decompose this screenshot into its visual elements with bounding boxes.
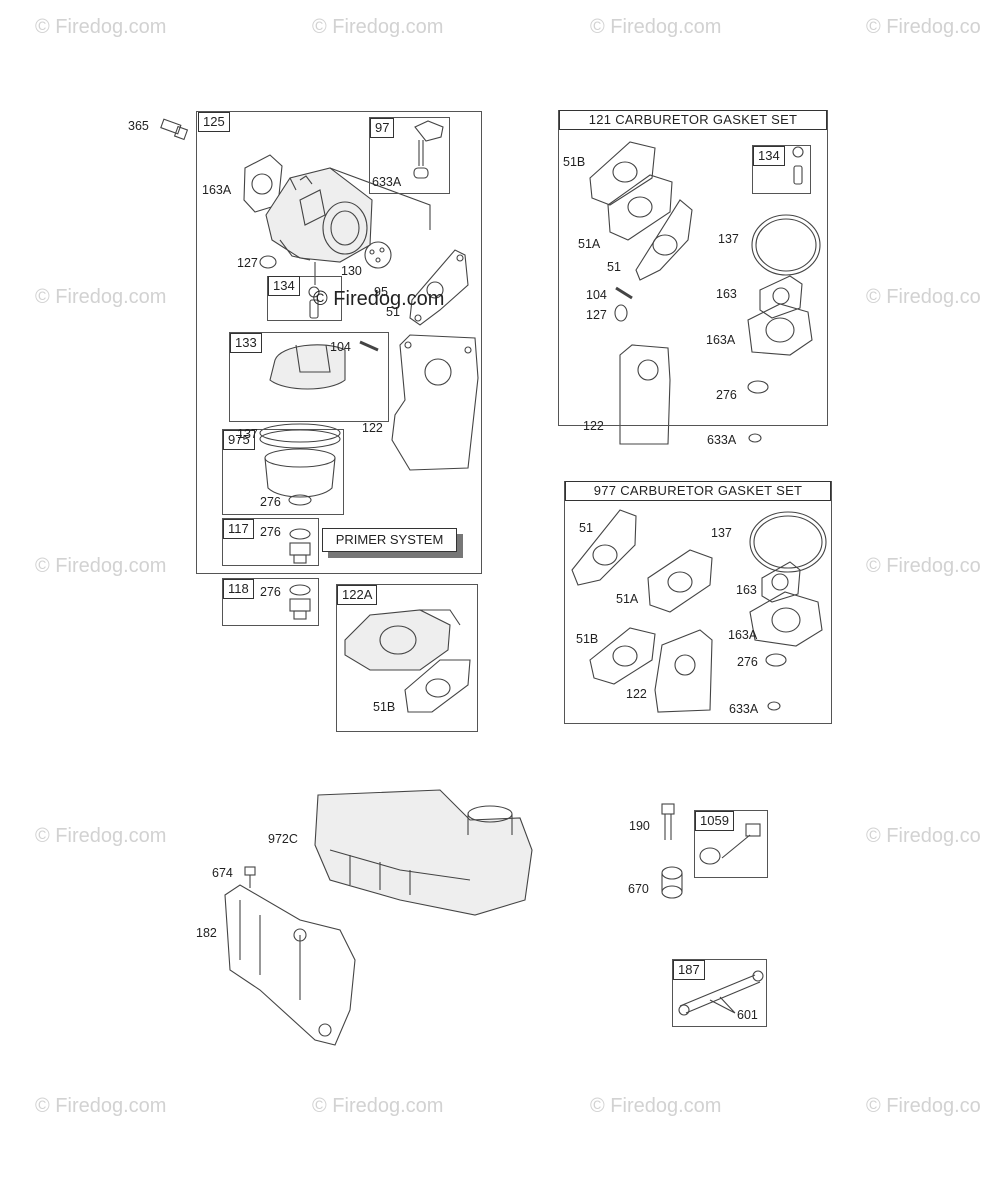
watermark: © Firedog.com [35, 825, 167, 847]
center-watermark: © Firedog.com [313, 288, 445, 310]
label-276: 276 [260, 495, 281, 509]
watermark: © Firedog.co [866, 825, 981, 847]
tag-122A: 122A [337, 585, 378, 605]
label-137: 137 [237, 427, 258, 441]
tag-134: 134 [268, 276, 300, 296]
label-365: 365 [128, 119, 149, 133]
tag-118: 118 [223, 579, 254, 599]
label-276-118: 276 [260, 585, 281, 599]
kit121-label-51: 51 [607, 260, 621, 274]
kit121-label-276: 276 [716, 388, 737, 402]
watermark: © Firedog.com [590, 16, 722, 38]
kit977-label-163A: 163A [728, 628, 758, 642]
part-1059-box [694, 810, 768, 878]
label-182: 182 [196, 926, 217, 940]
float-133-box [229, 332, 389, 422]
watermark: © Firedog.com [35, 1095, 167, 1117]
kit121-part-134-box [752, 145, 811, 194]
tag-125: 125 [198, 112, 230, 132]
spacer-122A-box [336, 584, 478, 732]
label-104: 104 [330, 340, 351, 354]
kit121-tag-134: 134 [753, 146, 785, 166]
watermark: © Firedog.com [590, 1095, 722, 1117]
label-51: 51 [386, 305, 400, 319]
tag-187: 187 [673, 960, 705, 980]
label-276-117: 276 [260, 525, 281, 539]
kit121-label-51A: 51A [578, 237, 601, 251]
kit977-label-51A: 51A [616, 592, 639, 606]
kit977-label-51B: 51B [576, 632, 599, 646]
spacer-670-drawing [661, 866, 683, 899]
fuel-tank-drawing [314, 789, 533, 916]
label-674: 674 [212, 866, 233, 880]
kit977-label-276: 276 [737, 655, 758, 669]
label-122: 122 [362, 421, 383, 435]
gasket-set-977-title: 977 CARBURETOR GASKET SET [565, 481, 831, 501]
watermark: © Firedog.co [866, 286, 981, 308]
tag-1059: 1059 [695, 811, 734, 831]
bracket-182-drawing [224, 884, 356, 1046]
kit121-label-137: 137 [718, 232, 739, 246]
label-972C: 972C [268, 832, 298, 846]
tag-117: 117 [223, 519, 254, 539]
watermark: © Firedog.co [866, 555, 981, 577]
kit977-label-137: 137 [711, 526, 732, 540]
label-601: 601 [737, 1008, 758, 1022]
kit121-label-633A: 633A [707, 433, 737, 447]
kit121-washer-633A [748, 433, 762, 443]
watermark: © Firedog.com [312, 16, 444, 38]
kit121-label-104: 104 [586, 288, 607, 302]
kit121-label-51B: 51B [563, 155, 586, 169]
carburetor-assembly-box [196, 111, 482, 574]
tag-133: 133 [230, 333, 262, 353]
kit977-label-51: 51 [579, 521, 593, 535]
bowl-975-box [222, 429, 344, 515]
gasket-set-121-title: 121 CARBURETOR GASKET SET [559, 110, 827, 130]
label-163A: 163A [202, 183, 232, 197]
label-633A: 633A [372, 175, 402, 189]
screw-365-drawing [160, 118, 189, 141]
primer-118-box [222, 578, 319, 626]
kit977-label-122: 122 [626, 687, 647, 701]
label-130: 130 [341, 264, 362, 278]
primer-system-label: PRIMER SYSTEM [322, 528, 457, 552]
tag-975: 975 [223, 430, 255, 450]
kit121-label-163A: 163A [706, 333, 736, 347]
kit121-label-127: 127 [586, 308, 607, 322]
part-134-box [267, 276, 342, 321]
part-97-box [369, 117, 450, 194]
watermark: © Firedog.com [35, 555, 167, 577]
watermark: © Firedog.com [35, 286, 167, 308]
label-670: 670 [628, 882, 649, 896]
watermark: © Firedog.co [866, 1095, 981, 1117]
bolt-190-drawing [661, 803, 675, 840]
label-127: 127 [237, 256, 258, 270]
screw-674-drawing [244, 866, 256, 888]
watermark: © Firedog.com [312, 1095, 444, 1117]
tag-97: 97 [370, 118, 395, 138]
label-95: 95 [374, 285, 388, 299]
primer-117-box [222, 518, 319, 566]
kit977-label-163: 163 [736, 583, 757, 597]
watermark: © Firedog.com [35, 16, 167, 38]
label-190: 190 [629, 819, 650, 833]
kit121-label-122: 122 [583, 419, 604, 433]
kit121-label-163: 163 [716, 287, 737, 301]
gasket-set-977-box [564, 481, 832, 724]
fuel-line-187-box [672, 959, 767, 1027]
watermark: © Firedog.co [866, 16, 981, 38]
label-51B: 51B [373, 700, 396, 714]
kit977-label-633A: 633A [729, 702, 759, 716]
